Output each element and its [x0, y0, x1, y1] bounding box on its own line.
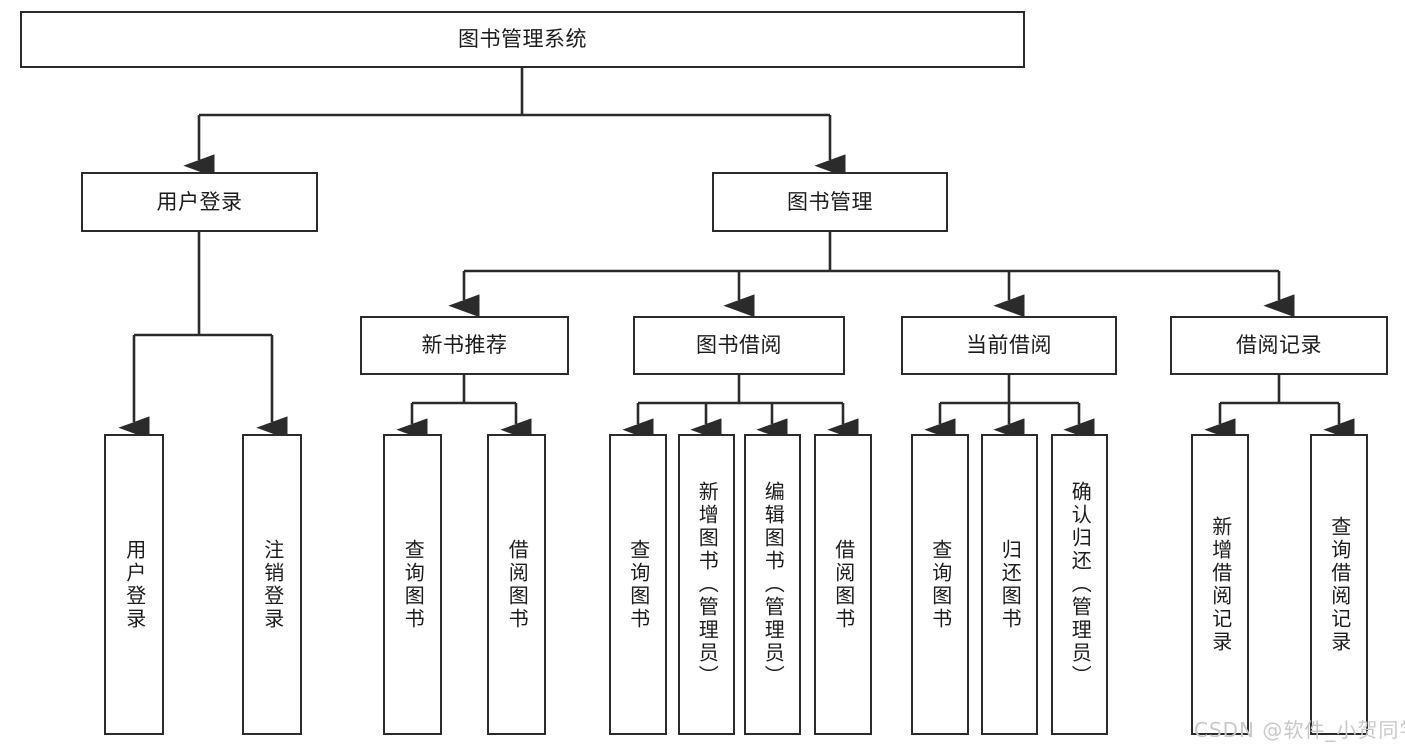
node-book-borrow[interactable]: 图书借阅 — [633, 316, 845, 375]
node-label: 查询图书 — [401, 538, 426, 631]
node-label: 借阅记录 — [1236, 333, 1322, 358]
node-label: 编辑图书（管理员） — [761, 481, 786, 688]
node-label: 用户登录 — [156, 189, 243, 214]
leaf-user-login-signout[interactable]: 注销登录 — [242, 434, 302, 735]
node-label: 借阅图书 — [505, 538, 530, 631]
node-label: 借阅图书 — [831, 538, 856, 631]
node-current-borrow[interactable]: 当前借阅 — [901, 316, 1117, 375]
leaf-record-add-borrow-record[interactable]: 新增借阅记录 — [1191, 434, 1249, 735]
leaf-borrow-edit-book-admin[interactable]: 编辑图书（管理员） — [744, 434, 801, 735]
node-new-book-recommend[interactable]: 新书推荐 — [360, 316, 569, 375]
node-label: 用户登录 — [122, 538, 147, 631]
leaf-borrow-query-book[interactable]: 查询图书 — [609, 434, 667, 735]
node-borrow-record[interactable]: 借阅记录 — [1170, 316, 1388, 375]
node-root-book-management-system[interactable]: 图书管理系统 — [20, 11, 1025, 68]
node-label: 图书管理系统 — [458, 27, 587, 52]
leaf-borrow-borrow-book[interactable]: 借阅图书 — [814, 434, 872, 735]
node-label: 确认归还（管理员） — [1068, 481, 1093, 688]
leaf-recommend-query-book[interactable]: 查询图书 — [383, 434, 442, 735]
leaf-record-query-borrow-record[interactable]: 查询借阅记录 — [1310, 434, 1368, 735]
node-label: 当前借阅 — [966, 333, 1052, 358]
leaf-current-confirm-return-admin[interactable]: 确认归还（管理员） — [1051, 434, 1108, 735]
node-label: 注销登录 — [260, 538, 285, 631]
node-label: 查询图书 — [928, 538, 953, 631]
node-user-login[interactable]: 用户登录 — [81, 172, 318, 232]
node-label: 图书借阅 — [696, 333, 782, 358]
leaf-recommend-borrow-book[interactable]: 借阅图书 — [487, 434, 546, 735]
leaf-current-query-book[interactable]: 查询图书 — [911, 434, 969, 735]
leaf-current-return-book[interactable]: 归还图书 — [981, 434, 1038, 735]
csdn-watermark: CSDN @软件_小贺同学 — [1194, 718, 1405, 742]
node-label: 新增借阅记录 — [1208, 515, 1233, 654]
leaf-user-login-signin[interactable]: 用户登录 — [104, 434, 164, 735]
leaf-borrow-add-book-admin[interactable]: 新增图书（管理员） — [678, 434, 735, 735]
node-label: 查询图书 — [626, 538, 651, 631]
node-label: 归还图书 — [998, 538, 1023, 631]
node-book-management[interactable]: 图书管理 — [712, 172, 948, 232]
node-label: 查询借阅记录 — [1327, 515, 1352, 654]
node-label: 新增图书（管理员） — [695, 481, 720, 688]
node-label: 图书管理 — [787, 189, 873, 214]
node-label: 新书推荐 — [421, 333, 508, 358]
